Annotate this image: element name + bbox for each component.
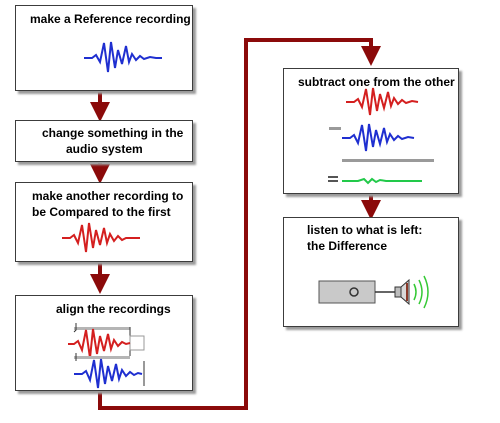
arrow-align-to-subtract <box>98 38 381 410</box>
step-subtract-label: subtract one from the other <box>298 75 455 89</box>
align-graphic <box>68 323 145 389</box>
step-change: change something in the audio system <box>15 120 193 162</box>
speaker-icon <box>318 278 410 306</box>
step-compare-label-line1: make another recording to <box>32 189 184 203</box>
step-align-label: align the recordings <box>56 302 171 316</box>
sound-waves-icon <box>413 275 429 309</box>
step-listen: listen to what is left: the Difference <box>283 217 459 327</box>
step-subtract: subtract one from the other <box>283 68 459 194</box>
compare-waveform <box>62 222 140 253</box>
step-compare: make another recording to be Compared to… <box>15 182 193 262</box>
step-change-label-line2: audio system <box>66 142 143 156</box>
reference-waveform <box>84 41 162 73</box>
step-change-label-line1: change something in the <box>42 126 184 140</box>
subtract-graphic <box>328 87 434 185</box>
step-listen-label-line1: listen to what is left: <box>307 223 423 237</box>
step-reference-label: make a Reference recording <box>30 12 191 26</box>
step-align: align the recordings <box>15 295 193 391</box>
step-listen-label-line2: the Difference <box>307 239 388 253</box>
step-reference: make a Reference recording <box>15 5 193 91</box>
step-compare-label-line2: be Compared to the first <box>32 205 171 219</box>
